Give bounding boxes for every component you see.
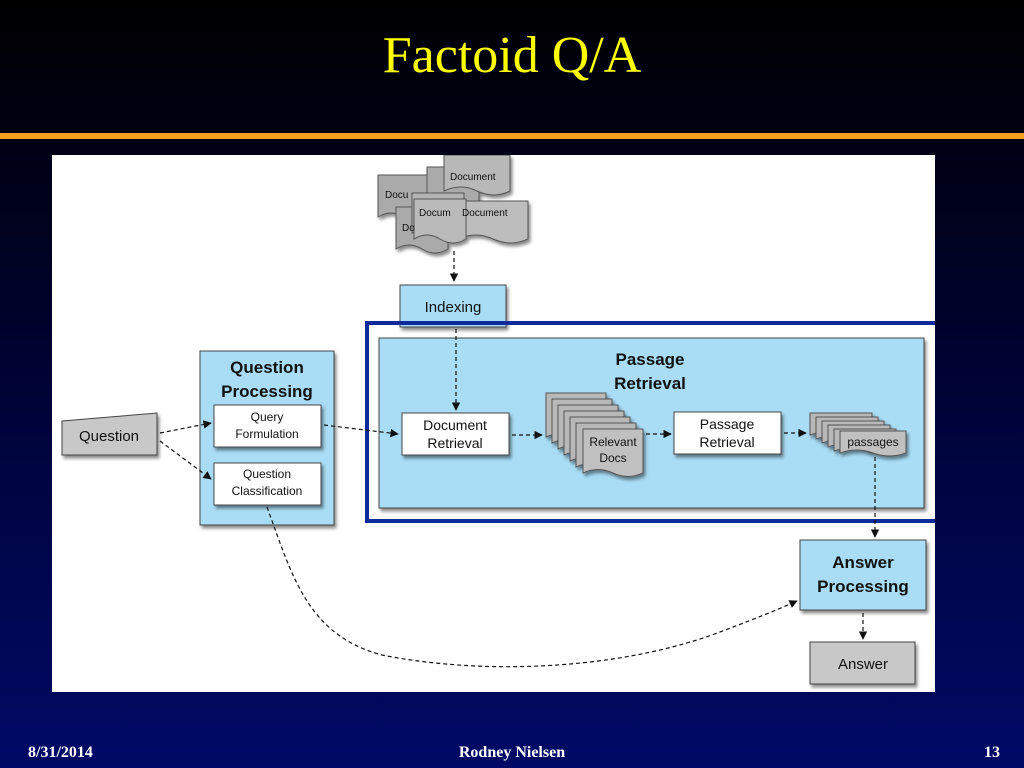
connectors (159, 251, 880, 668)
indexing-label: Indexing (425, 299, 482, 316)
document-label: Docu (385, 190, 408, 201)
relevant-docs-label: Relevant (589, 435, 637, 449)
qa-diagram: Docu Do Document Docum Document Do Index… (52, 155, 935, 692)
passage-retrieval-label: Retrieval (699, 434, 754, 450)
query-formulation-box: Query Formulation (213, 404, 322, 448)
query-formulation-label: Query (251, 410, 284, 424)
indexing-box: Indexing (399, 284, 507, 328)
relevant-docs-label: Docs (599, 451, 626, 465)
footer-date: 8/31/2014 (28, 744, 93, 761)
document-retrieval-label: Document (423, 417, 487, 433)
passage-retrieval-group-title: Passage (616, 350, 685, 369)
document-label: Do (402, 223, 415, 234)
passages-stack: passages (809, 412, 907, 457)
slide-title: Factoid Q/A (382, 27, 642, 84)
answer-label: Answer (838, 656, 888, 673)
question-processing-title: Question (230, 358, 304, 377)
question-processing-title: Processing (221, 382, 313, 401)
answer-processing-label: Answer (832, 553, 894, 572)
answer-processing-box: Answer Processing (799, 539, 927, 611)
passage-retrieval-group-title: Retrieval (614, 374, 686, 393)
passage-retrieval-label: Passage (700, 416, 755, 432)
answer-processing-label: Processing (817, 577, 909, 596)
document-stack: Docu Do Document Docum Document Do (377, 155, 529, 254)
document-retrieval-box: Document Retrieval (401, 412, 510, 456)
passages-label: passages (847, 435, 898, 449)
passage-retrieval-box: Passage Retrieval (673, 411, 782, 455)
question-classification-box: Question Classification (213, 462, 322, 506)
question-label: Question (79, 428, 139, 445)
document-label: Document (462, 208, 508, 219)
relevant-docs-stack: Relevant Docs (545, 392, 644, 477)
footer-author: Rodney Nielsen (458, 744, 566, 761)
answer-box: Answer (809, 641, 916, 685)
question-classification-label: Classification (232, 484, 303, 498)
highlight-border (365, 321, 935, 523)
document-label: Document (450, 172, 496, 183)
title-divider (0, 133, 1024, 139)
question-box: Question (61, 412, 158, 456)
question-classification-label: Question (243, 467, 291, 481)
query-formulation-label: Formulation (235, 427, 298, 441)
document-label: Docum (419, 208, 451, 219)
footer-page-number: 13 (984, 744, 1000, 761)
document-retrieval-label: Retrieval (427, 435, 482, 451)
